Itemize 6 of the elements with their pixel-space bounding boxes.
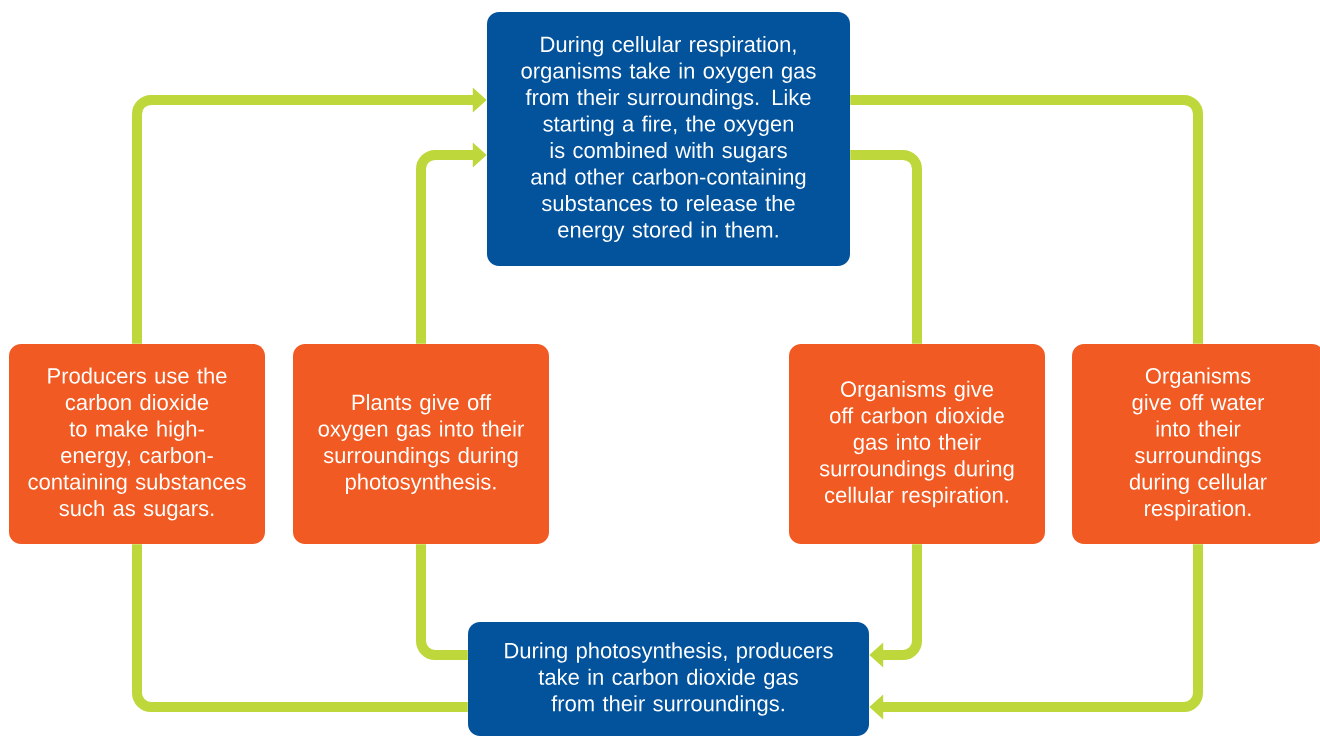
process-box: Organisms give off carbon dioxide gas into their surroundings during cellular respiration. [789, 344, 1045, 544]
process-box: Organisms give off water into their surroundings during cellular respiration. [1072, 344, 1320, 544]
process-box: Producers use the carbon dioxide to make high-energy, carbon-containing substances such as sugars. [9, 344, 265, 544]
process-box: Plants give off oxygen gas into their surroundings during photosynthesis. [293, 344, 549, 544]
process-box: During photosynthesis, producers take in carbon dioxide gas from their surroundings. [468, 622, 869, 736]
process-box: During cellular respiration, organisms take in oxygen gas from their surroundings. Like starting a fire, the oxygen is combined with sugars and other carbon-containing substances to release the energy stored in them. [487, 12, 850, 266]
